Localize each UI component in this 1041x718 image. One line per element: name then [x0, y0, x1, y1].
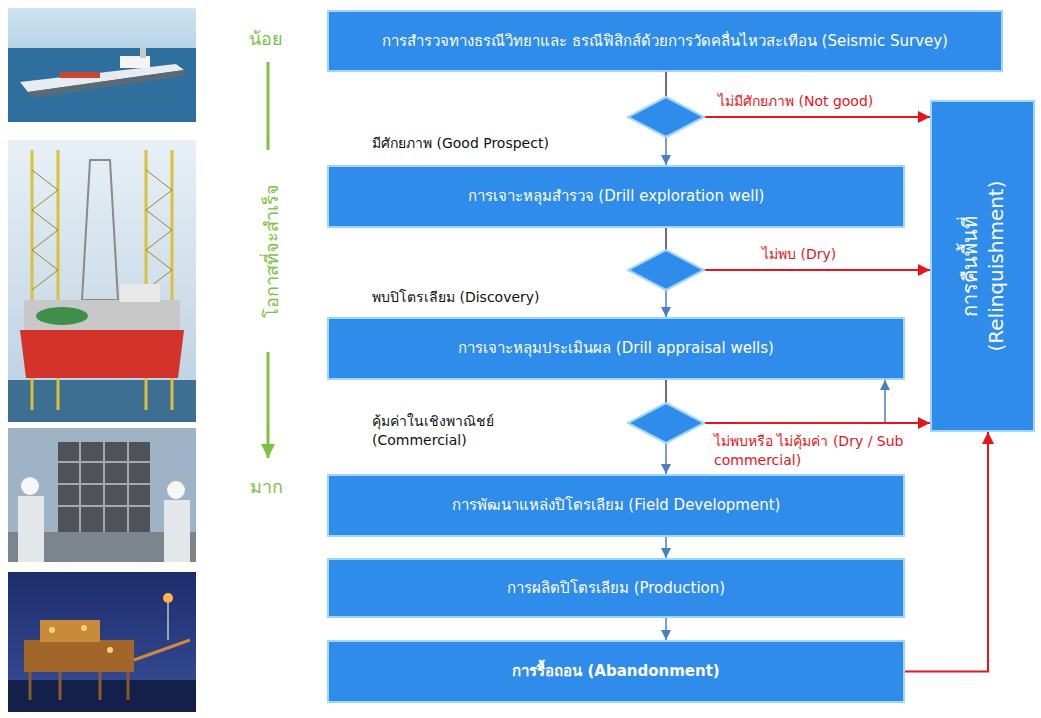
- box-label: การเจาะหลุมสำรวจ (Drill exploration well…: [454, 182, 779, 210]
- photo-sea: [8, 680, 196, 712]
- rig-quarters: [120, 284, 160, 302]
- scale-label-vertical: โอกาสที่จะสำเร็จ: [261, 180, 283, 322]
- drilling-rig-photo: [8, 140, 196, 422]
- process-box: การผลิตปิโตรเลียม (Production): [327, 558, 905, 618]
- platform-bridge: [134, 640, 190, 660]
- box-label: การรื้อถอน (Abandonment): [498, 657, 733, 685]
- platform-deck: [24, 640, 134, 672]
- ship-mast: [140, 48, 146, 58]
- reject-arrow: [666, 380, 930, 423]
- ship-deck: [60, 72, 100, 78]
- platform-legs: [30, 672, 128, 700]
- process-box: การพัฒนาแหล่งปิโตรเลียม (Field Developme…: [327, 474, 905, 537]
- rig-lattice-line: [32, 170, 172, 290]
- box-label-vertical: การคืนพื้นที่ (Relinquishment): [957, 141, 1009, 391]
- rig-hull: [20, 330, 184, 378]
- scale-line: [267, 62, 270, 150]
- edge-label: ไม่พบ (Dry): [760, 245, 838, 264]
- process-box: การเจาะหลุมสำรวจ (Drill exploration well…: [327, 165, 905, 228]
- worker-helmet: [167, 481, 185, 499]
- platform-module-photo: [8, 428, 196, 562]
- photo-sky: [8, 8, 196, 122]
- platform-light: [107, 647, 113, 653]
- edge-label: มีศักยภาพ (Good Prospect): [370, 134, 551, 153]
- rig-lattice: [32, 170, 172, 290]
- flare-stack: [167, 600, 169, 640]
- box-label: การสำรวจทางธรณีวิทยาและ ธรณีฟิสิกส์ด้วยก…: [368, 27, 962, 55]
- flare: [163, 593, 173, 603]
- worker: [18, 496, 44, 562]
- decision-diamond: [628, 97, 704, 137]
- decision-diamond: [628, 250, 704, 290]
- process-box: การรื้อถอน (Abandonment): [327, 640, 905, 703]
- photo-sky: [8, 572, 196, 712]
- platform-light: [49, 627, 55, 633]
- ship-hull: [28, 70, 184, 98]
- platform-light: [81, 625, 87, 631]
- photo-sea: [8, 48, 196, 122]
- module-frame: [58, 442, 150, 532]
- scale-label: น้อย: [249, 28, 283, 50]
- box-label: การเจาะหลุมประเมินผล (Drill appraisal we…: [444, 334, 788, 362]
- process-box: การเจาะหลุมประเมินผล (Drill appraisal we…: [327, 317, 905, 380]
- box-label: การพัฒนาแหล่งปิโตรเลียม (Field Developme…: [438, 491, 795, 519]
- scale-arrow: [267, 352, 270, 458]
- process-box: การสำรวจทางธรณีวิทยาและ ธรณีฟิสิกส์ด้วยก…: [327, 10, 1003, 72]
- decision-diamond: [628, 403, 704, 443]
- rig-deck: [24, 300, 180, 330]
- photo-sky: [8, 428, 196, 562]
- edge-label: พบปิโตรเลียม (Discovery): [370, 288, 542, 307]
- flow-arrow: [666, 380, 885, 423]
- production-platform-photo: [8, 572, 196, 712]
- box-label: การผลิตปิโตรเลียม (Production): [493, 574, 739, 602]
- worker: [164, 500, 190, 562]
- platform-module: [40, 620, 100, 642]
- reject-arrow: [666, 228, 930, 270]
- edge-label: คุ้มค่าในเชิงพาณิชย์ (Commercial): [370, 412, 574, 450]
- reject-arrow: [666, 72, 930, 117]
- derrick: [82, 160, 118, 300]
- photo-sea: [8, 380, 196, 422]
- survey-ship-photo: [8, 8, 196, 122]
- worker-helmet: [21, 477, 39, 495]
- relinquishment-box: การคืนพื้นที่ (Relinquishment): [930, 100, 1035, 432]
- flow-arrow: [665, 537, 667, 558]
- helideck: [36, 307, 88, 325]
- scale-label: มาก: [250, 476, 283, 498]
- flow-arrow: [665, 618, 667, 640]
- edge-label: ไม่พบหรือ ไม่คุ้มค่า (Dry / Sub commerci…: [712, 432, 926, 470]
- edge-label: ไม่มีศักยภาพ (Not good): [716, 92, 875, 111]
- photo-sky: [8, 140, 196, 422]
- platform-module: [58, 442, 150, 532]
